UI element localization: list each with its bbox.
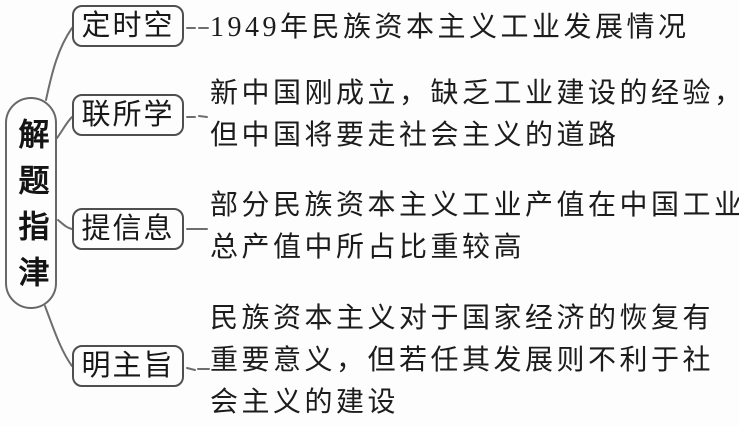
branch-text-link-knowledge: 新中国刚成立，缺乏工业建设的经验， 但中国将要走社会主义的道路 bbox=[210, 73, 739, 157]
branch-text-main-idea: 民族资本主义对于国家经济的恢复有 重要意义，但若任其发展则不利于社 会主义的建设 bbox=[210, 298, 739, 424]
branch-box-extract-info-label: 提信息 bbox=[81, 212, 175, 245]
connector-box-2-to-text bbox=[186, 115, 208, 118]
branch-box-extract-info: 提信息 bbox=[72, 208, 184, 250]
branch-box-main-idea: 明主旨 bbox=[72, 345, 184, 387]
root-label: 解题指津 bbox=[13, 118, 49, 302]
connector-box-4-to-text bbox=[186, 367, 210, 371]
connector-root-to-box-4 bbox=[44, 305, 73, 367]
connector-root-to-box-3 bbox=[57, 219, 73, 230]
branch-box-time-space-label: 定时空 bbox=[81, 9, 175, 42]
branch-box-link-knowledge-label: 联所学 bbox=[81, 98, 175, 131]
branch-box-time-space: 定时空 bbox=[72, 5, 184, 47]
branch-text-extract-info: 部分民族资本主义工业产值在中国工业 总产值中所占比重较高 bbox=[210, 185, 739, 269]
text-line: 新中国刚成立，缺乏工业建设的经验， bbox=[210, 78, 739, 109]
text-line: 总产值中所占比重较高 bbox=[210, 232, 526, 263]
text-line: 会主义的建设 bbox=[210, 387, 400, 418]
connector-root-to-box-2 bbox=[56, 116, 73, 139]
connector-root-to-box-1 bbox=[45, 27, 73, 101]
text-line: 重要意义，但若任其发展则不利于社 bbox=[210, 345, 715, 376]
branch-box-main-idea-label: 明主旨 bbox=[81, 349, 175, 382]
text-line: 1949年民族资本主义工业发展情况 bbox=[210, 12, 690, 43]
branch-text-time-space: 1949年民族资本主义工业发展情况 bbox=[210, 7, 739, 49]
text-line: 但中国将要走社会主义的道路 bbox=[210, 120, 620, 151]
root-node: 解题指津 bbox=[5, 97, 57, 309]
branch-box-link-knowledge: 联所学 bbox=[72, 94, 184, 136]
text-line: 民族资本主义对于国家经济的恢复有 bbox=[210, 303, 715, 334]
text-line: 部分民族资本主义工业产值在中国工业 bbox=[210, 190, 739, 221]
